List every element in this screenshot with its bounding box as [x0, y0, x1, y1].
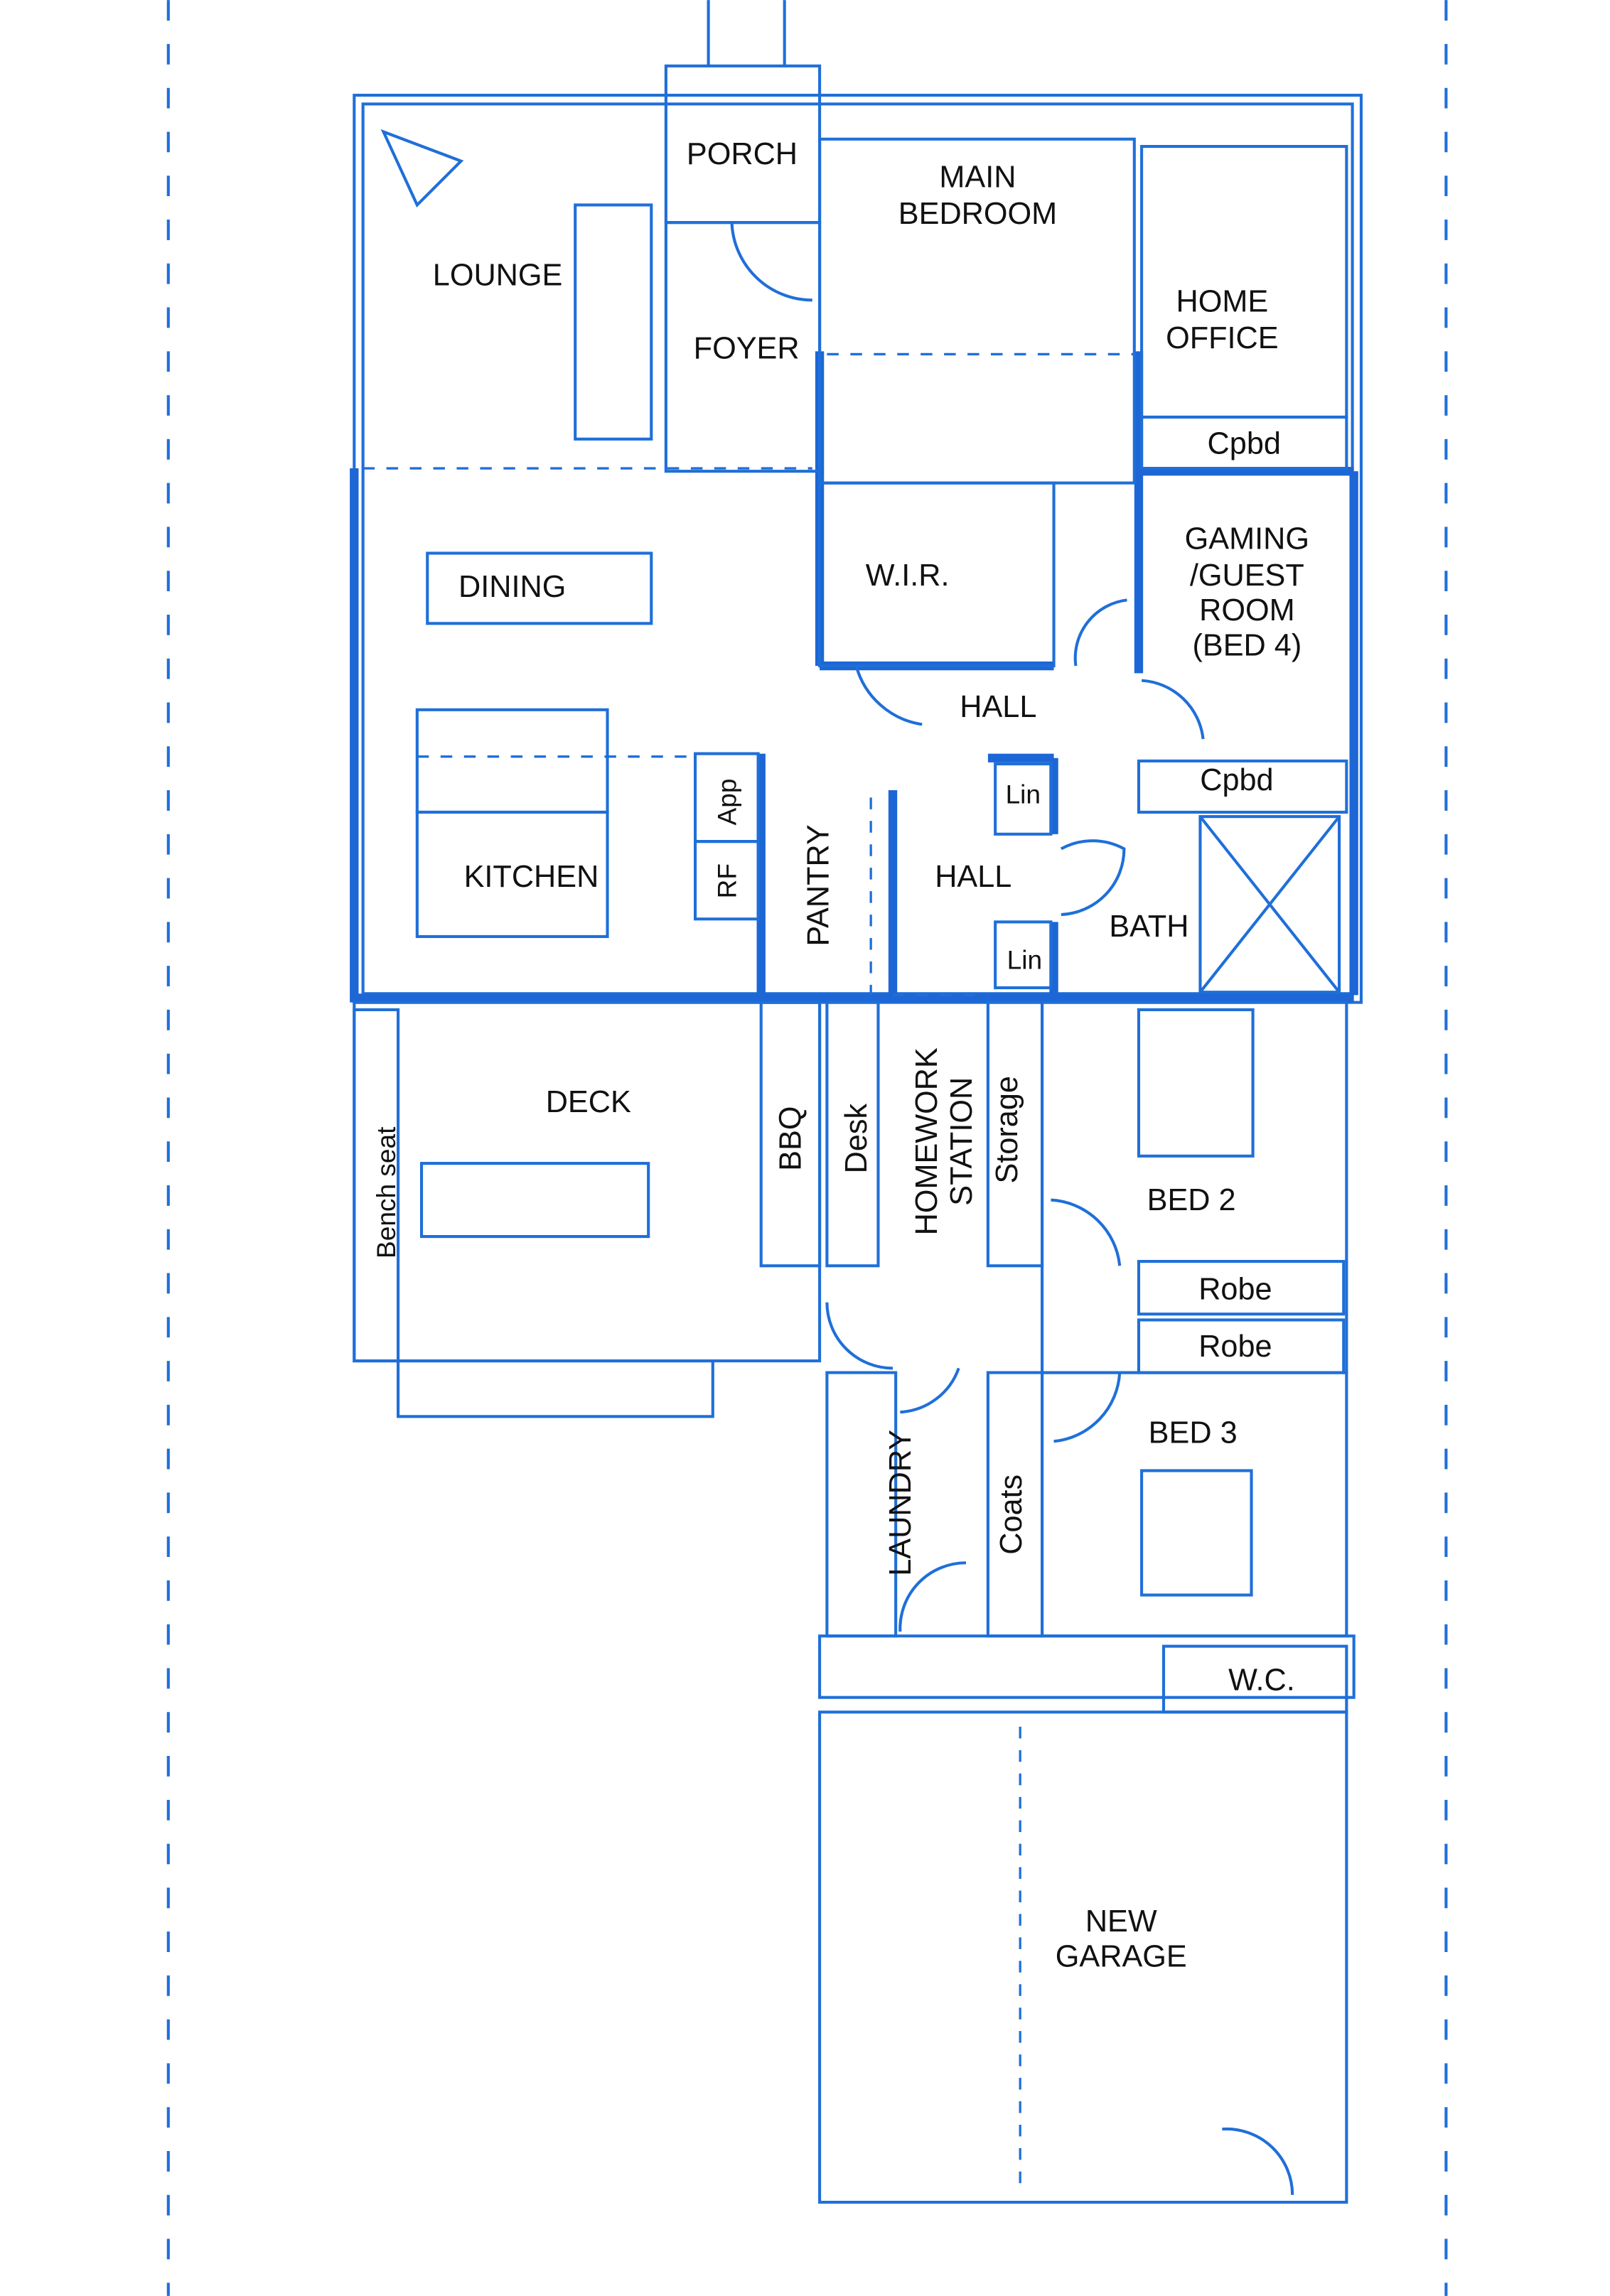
label-kitchen: KITCHEN [464, 860, 599, 894]
label-bbq: BBQ [773, 1106, 807, 1170]
label-hall-mid: HALL [935, 860, 1011, 894]
label-robe-2: Robe [1198, 1330, 1272, 1364]
room-labels: PORCH MAIN BEDROOM LOUNGE FOYER HOME OFF… [371, 137, 1309, 1974]
label-main-bedroom-2: BEDROOM [898, 197, 1057, 231]
label-wir: W.I.R. [866, 559, 950, 593]
label-lounge: LOUNGE [433, 259, 563, 293]
label-homework-station-2: STATION [945, 1077, 979, 1206]
label-gaming-2: /GUEST [1190, 559, 1304, 593]
label-bench-seat: Bench seat [371, 1126, 401, 1259]
label-bath: BATH [1109, 910, 1188, 944]
label-lin-bottom: Lin [1007, 944, 1042, 974]
label-foyer: FOYER [694, 332, 800, 366]
doors [380, 129, 1294, 2195]
label-dining: DINING [458, 570, 566, 604]
label-garage: NEW [1085, 1904, 1157, 1939]
label-coats: Coats [994, 1475, 1029, 1555]
label-cpbd-bath: Cpbd [1200, 763, 1273, 797]
label-desk: Desk [839, 1103, 874, 1173]
label-lin-top: Lin [1006, 780, 1041, 809]
label-garage-2: GARAGE [1056, 1940, 1187, 1974]
label-wc: W.C. [1228, 1663, 1295, 1697]
label-hall-top: HALL [960, 690, 1036, 724]
label-homework-station: HOMEWORK [910, 1047, 944, 1235]
label-laundry: LAUNDRY [884, 1430, 918, 1576]
label-deck: DECK [546, 1085, 631, 1119]
label-app: App [712, 779, 742, 826]
label-home-office-2: OFFICE [1166, 321, 1279, 355]
walls [350, 64, 1363, 2204]
label-storage: Storage [990, 1076, 1024, 1183]
label-gaming-4: (BED 4) [1192, 629, 1302, 663]
label-bed2: BED 2 [1147, 1183, 1236, 1217]
label-cpbd-top: Cpbd [1208, 426, 1281, 460]
label-rf: RF [712, 863, 742, 898]
label-gaming: GAMING [1185, 522, 1309, 556]
label-porch: PORCH [687, 137, 798, 171]
label-robe-1: Robe [1198, 1273, 1272, 1307]
label-bed3: BED 3 [1149, 1416, 1238, 1450]
label-home-office: HOME [1176, 285, 1268, 319]
label-main-bedroom: MAIN [939, 161, 1016, 195]
label-gaming-3: ROOM [1199, 593, 1295, 627]
label-pantry: PANTRY [801, 824, 835, 946]
